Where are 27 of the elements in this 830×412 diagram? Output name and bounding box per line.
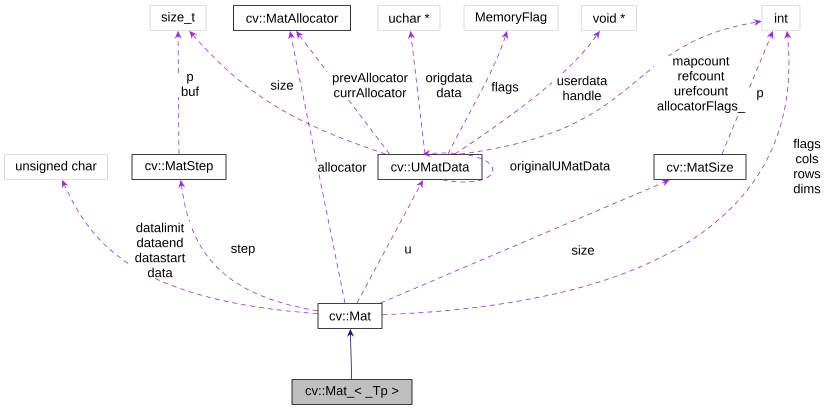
edge-label: size <box>570 244 596 256</box>
edge-label: datalimit dataend datastart data <box>128 222 192 278</box>
class-box: cv::Mat <box>318 303 382 329</box>
edge-label: originalUMatData <box>508 160 612 174</box>
edge-label: prevAllocator currAllocator <box>327 72 413 98</box>
class-box: cv::UMatData <box>378 154 482 180</box>
edge-label: mapcount refcount urefcount allocatorFlags_ <box>654 56 748 114</box>
edge-label: flags <box>490 80 520 96</box>
class-box: uchar * <box>378 5 440 31</box>
edge-label: userdata handle <box>552 74 612 102</box>
edge-label: size <box>269 79 295 91</box>
class-box: unsigned char <box>4 154 108 180</box>
class-box: cv::MatSize <box>654 154 746 180</box>
edge-label: p <box>755 89 765 101</box>
class-box: MemoryFlag <box>464 5 558 31</box>
edge-label: u <box>403 246 413 254</box>
class-box: cv::MatStep <box>132 154 226 180</box>
class-box: size_t <box>150 5 206 31</box>
edge-label: flags cols rows dims <box>788 138 826 194</box>
class-box: int <box>762 5 800 31</box>
class-box: cv::MatAllocator <box>233 5 351 31</box>
edge-label: origdata data <box>421 72 477 98</box>
class-box: void * <box>581 5 637 31</box>
edge-label: allocator <box>316 161 368 173</box>
edge-label: step <box>230 243 256 257</box>
class-box: cv::Mat_< _Tp > <box>292 379 412 405</box>
edge-label: p buf <box>177 72 203 98</box>
